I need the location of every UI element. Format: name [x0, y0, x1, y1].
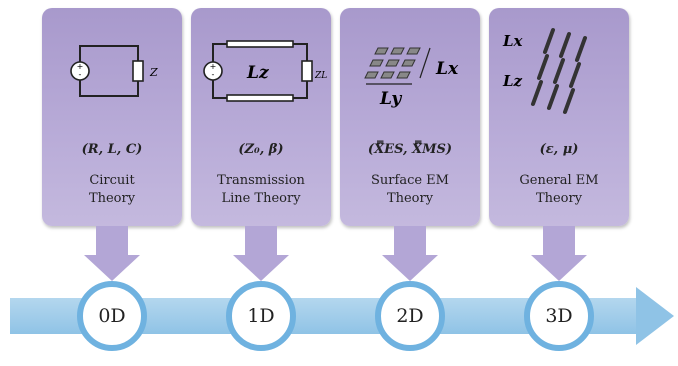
circuit-icon: + - Z — [70, 45, 158, 97]
arrow-stem-1 — [245, 226, 277, 256]
lz-label: Lz — [246, 63, 269, 83]
node-1d: 1D — [226, 281, 296, 351]
label-circuit: Circuit Theory — [88, 173, 136, 206]
card-circuit-theory: + - Z (R, L, C) Circuit Theory — [42, 8, 182, 226]
card-general-em: Lx Lz Ly (ε, μ) General EM Theory — [489, 8, 629, 226]
card-surface-em: Lx Ly (X̿ES, X̿MS) Surface EM Theory — [340, 8, 480, 226]
lx-label: Lx — [435, 59, 459, 79]
card-transmission-line: + - Lz ZL (Z₀, β) Transmission Line Theo… — [191, 8, 331, 226]
metasurface-icon: Lx Ly — [364, 47, 459, 109]
param-transmission: (Z₀, β) — [238, 142, 284, 157]
impedance-label: Z — [149, 66, 158, 79]
lx-label-3d: Lx — [502, 32, 524, 50]
svg-text:-: - — [79, 70, 82, 79]
label-transmission: Transmission Line Theory — [217, 173, 305, 206]
arrowhead-0 — [84, 255, 140, 281]
arrowhead-1 — [233, 255, 289, 281]
param-surface: (X̿ES, X̿MS) — [367, 142, 453, 157]
label-surface: Surface EM Theory — [371, 173, 449, 206]
arrow-stem-3 — [543, 226, 575, 256]
param-circuit: (R, L, C) — [81, 142, 143, 157]
svg-text:+: + — [210, 62, 217, 71]
svg-text:+: + — [77, 62, 84, 71]
transmission-line-icon: + - Lz ZL — [203, 40, 327, 102]
metamaterial-icon: Lx Lz Ly — [502, 28, 587, 114]
node-0d: 0D — [77, 281, 147, 351]
node-2d: 2D — [375, 281, 445, 351]
node-3d: 3D — [524, 281, 594, 351]
lz-label-3d: Lz — [502, 72, 523, 90]
arrowhead-3 — [531, 255, 587, 281]
arrow-stem-0 — [96, 226, 128, 256]
svg-text:-: - — [212, 70, 215, 79]
label-general: General EM Theory — [519, 173, 599, 206]
arrow-stem-2 — [394, 226, 426, 256]
ly-label: Ly — [379, 89, 402, 109]
zl-label: ZL — [314, 71, 327, 81]
param-general: (ε, μ) — [539, 142, 579, 157]
arrowhead-2 — [382, 255, 438, 281]
axis-arrowhead — [636, 287, 674, 345]
